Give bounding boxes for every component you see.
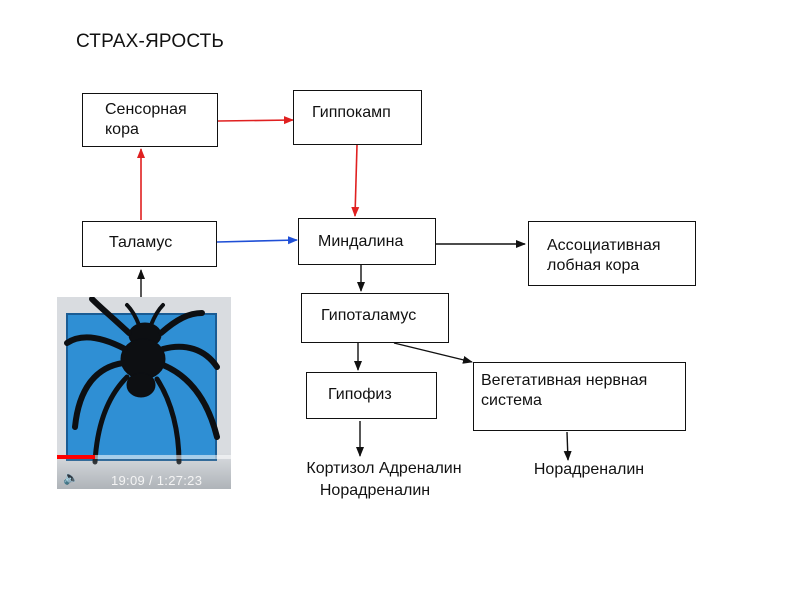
node-autonomic-nervous-system: Вегетативная нервная система	[473, 362, 686, 431]
video-controls	[57, 453, 231, 489]
video-time: 19:09 / 1:27:23	[111, 473, 203, 488]
arrow-thalamus-to-amygdala	[216, 236, 298, 245]
pituitary-hormones-line1: Кортизол Адреналин	[306, 460, 462, 477]
arrow-hypothalamus-to-autonomic-ns	[393, 342, 473, 364]
node-hypothalamus: Гипоталамус	[301, 293, 449, 343]
node-sensory-cortex: Сенсорная кора	[82, 93, 218, 147]
node-hippocampus: Гиппокамп	[293, 90, 422, 145]
node-associative-frontal-cortex: Ассоциативная лобная кора	[528, 221, 696, 286]
arrow-sensory-cortex-to-hippocampus	[217, 116, 294, 125]
arrow-autonomic-ns-to-noradrenaline	[563, 431, 572, 461]
video-progress-bar[interactable]	[57, 455, 231, 459]
volume-icon[interactable]: 🔈	[63, 470, 80, 485]
node-amygdala: Миндалина	[298, 218, 436, 265]
node-pituitary: Гипофиз	[306, 372, 437, 419]
spider-silhouette-icon	[64, 297, 220, 465]
video-progress-fill	[57, 455, 96, 459]
page-title: СТРАХ-ЯРОСТЬ	[76, 31, 225, 52]
node-thalamus: Таламус	[82, 221, 217, 267]
video-player[interactable]: 🔈 19:09 / 1:27:23	[57, 297, 231, 489]
arrow-hippocampus-to-amygdala	[351, 144, 360, 217]
ans-hormone: Норадреналин	[533, 461, 645, 478]
pituitary-hormones-line2: Норадреналин	[319, 482, 431, 499]
